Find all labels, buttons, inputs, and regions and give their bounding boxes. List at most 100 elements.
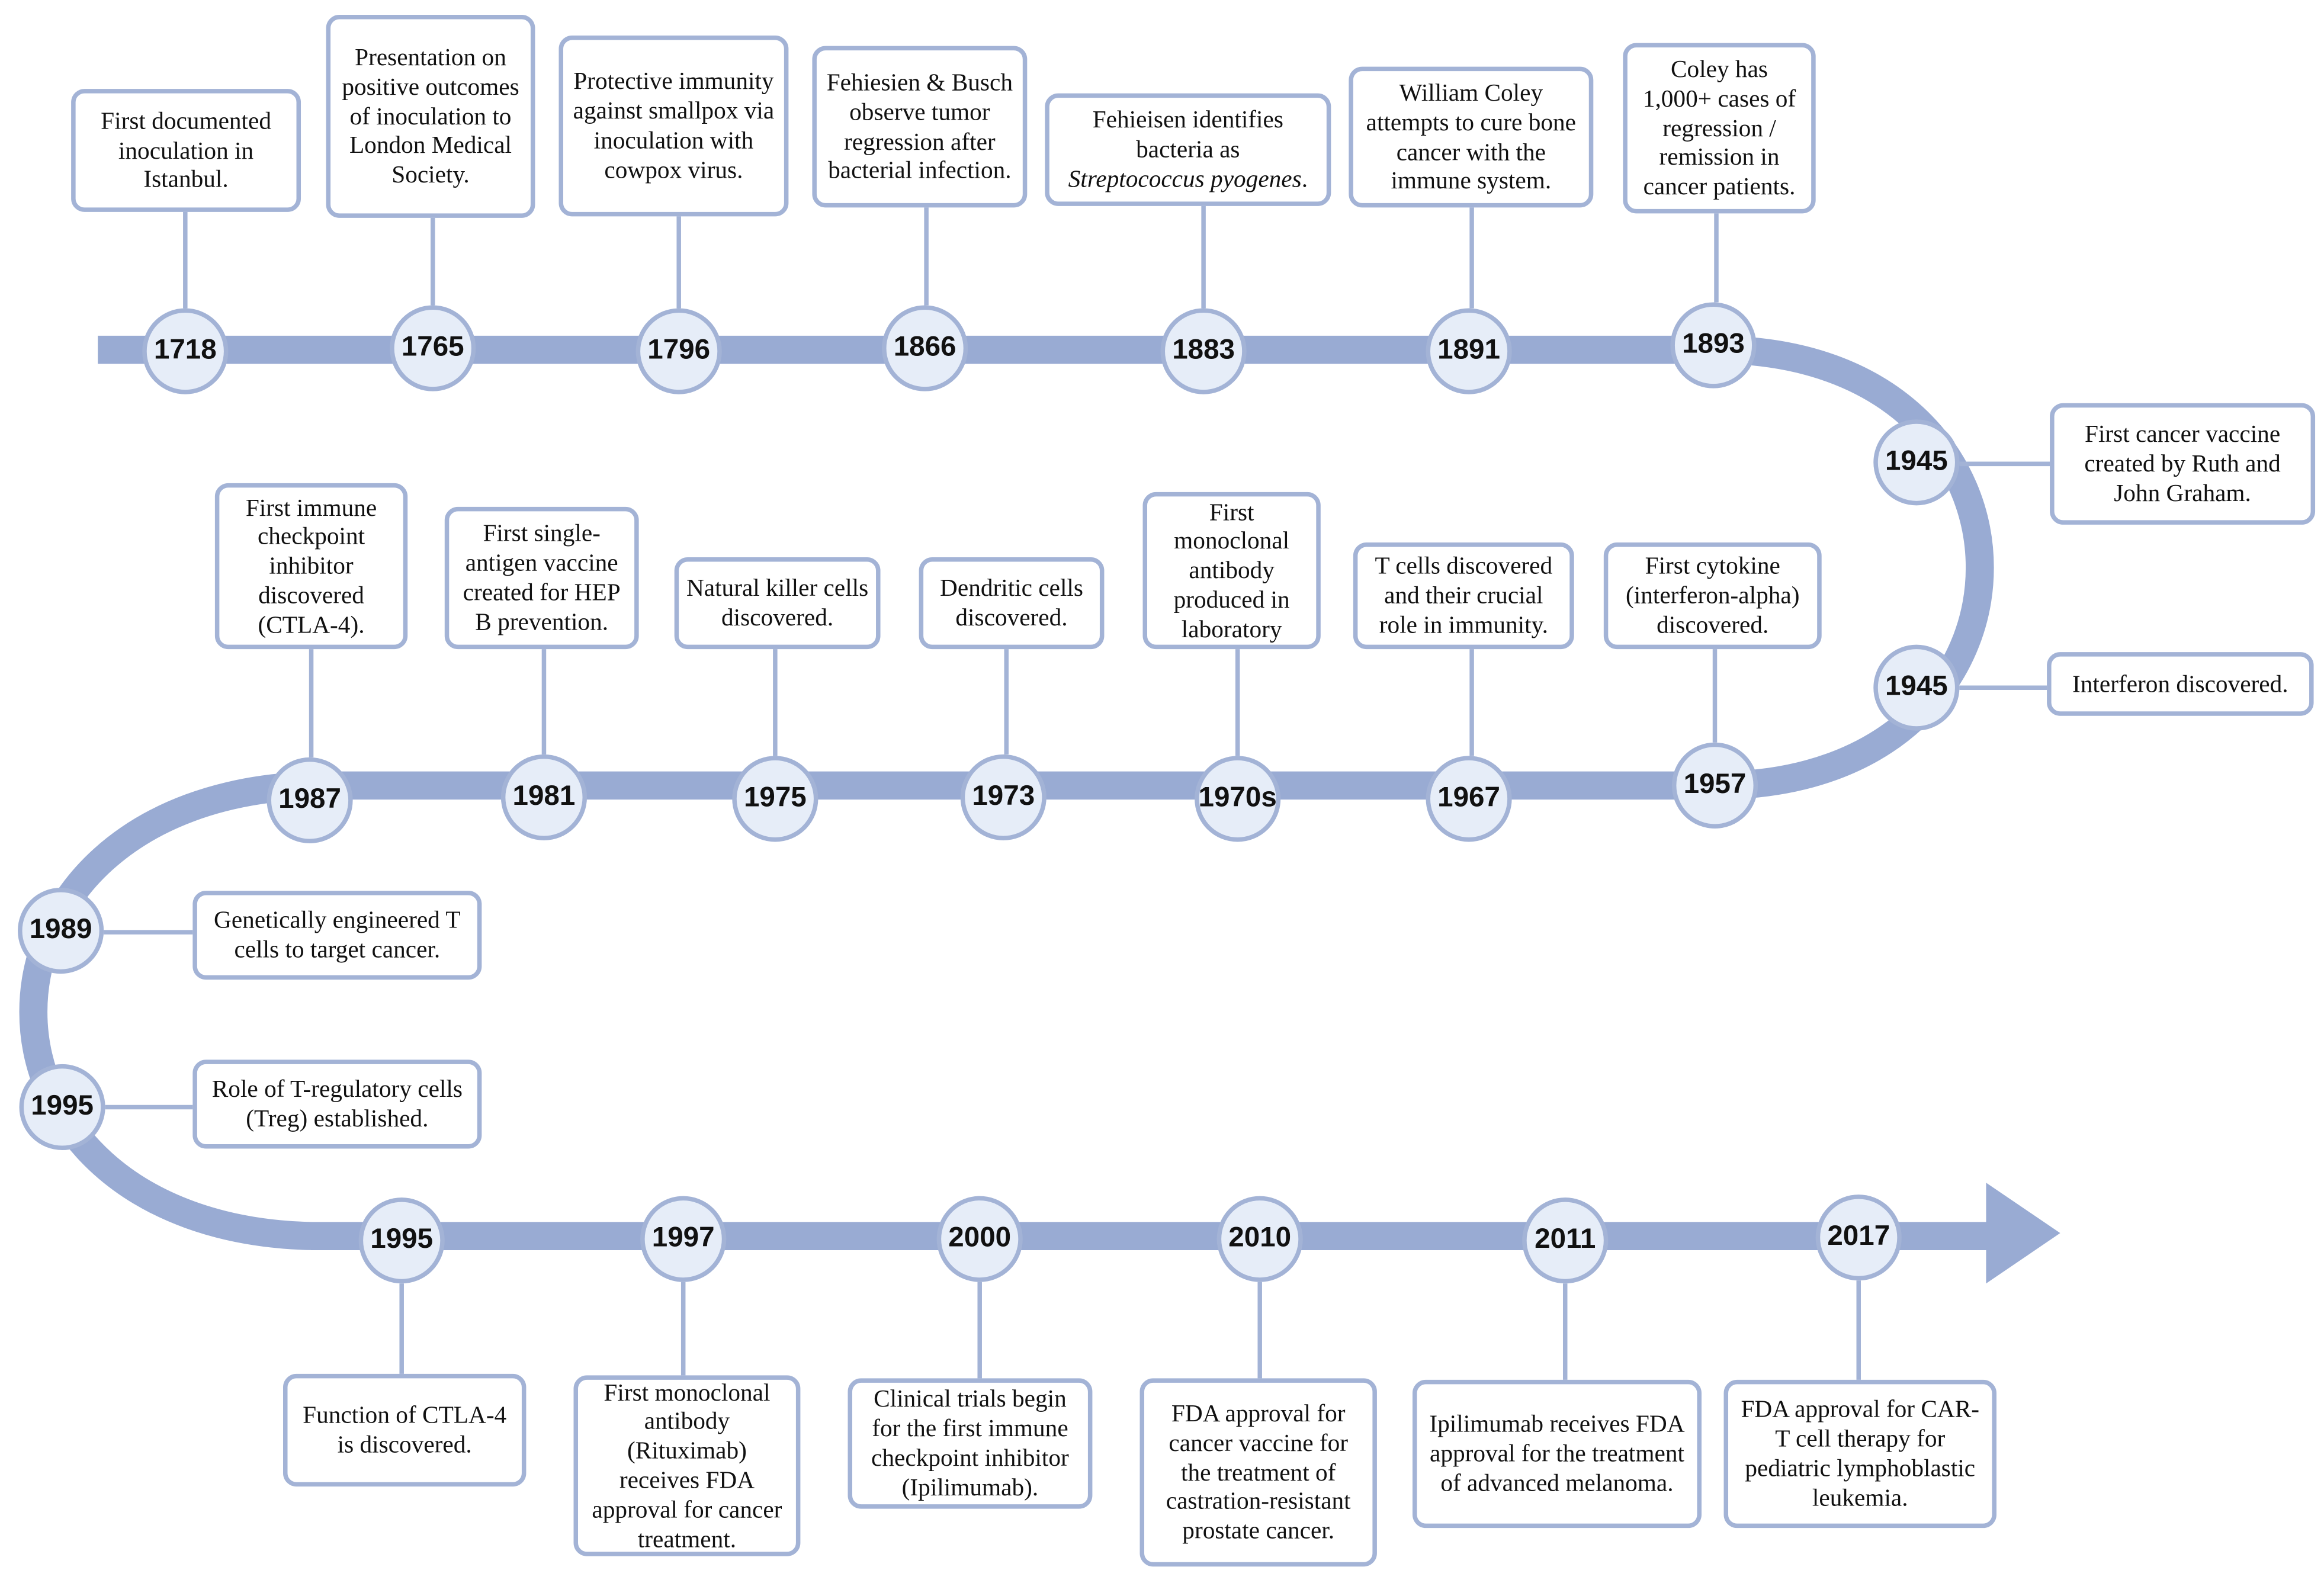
event-box-1796: Protective immunity against smallpox via… bbox=[558, 36, 789, 217]
event-box-1981: First single-antigen vaccine created for… bbox=[444, 506, 639, 650]
event-box-1973: Dendritic cells discovered. bbox=[919, 557, 1105, 650]
year-node-1987: 1987 bbox=[267, 757, 353, 843]
event-text: Function of CTLA-4 is discovered. bbox=[303, 1401, 507, 1459]
year-label: 2011 bbox=[1535, 1224, 1596, 1256]
year-label: 2000 bbox=[948, 1222, 1012, 1254]
event-text: William Coley attempts to cure bone canc… bbox=[1366, 78, 1577, 195]
year-label: 1967 bbox=[1437, 782, 1500, 814]
year-node-1970s: 1970s bbox=[1195, 756, 1281, 842]
event-box-1975: Natural killer cells discovered. bbox=[674, 557, 881, 650]
event-text: First single-antigen vaccine created for… bbox=[463, 519, 621, 636]
event-text-main: Fehieisen identifies bacteria as bbox=[1092, 105, 1283, 163]
year-label: 1975 bbox=[743, 782, 807, 814]
event-box-1970s: First monoclonal antibody produced in la… bbox=[1142, 492, 1321, 650]
event-box-1891: William Coley attempts to cure bone canc… bbox=[1349, 66, 1594, 208]
year-label: 1796 bbox=[647, 335, 711, 367]
year-node-1997: 1997 bbox=[640, 1196, 727, 1282]
event-box-2017: FDA approval for CAR-T cell therapy for … bbox=[1723, 1379, 1997, 1529]
event-box-1866: Fehiesien & Busch observe tumor regressi… bbox=[812, 46, 1028, 208]
year-node-1718: 1718 bbox=[142, 308, 229, 394]
event-text: FDA approval for CAR-T cell therapy for … bbox=[1741, 1395, 1980, 1512]
year-node-1967: 1967 bbox=[1426, 756, 1512, 842]
event-text-italic: Streptococcus pyogenes bbox=[1068, 164, 1302, 193]
year-label: 1981 bbox=[512, 781, 576, 813]
event-text: Clinical trials begin for the first immu… bbox=[871, 1385, 1069, 1501]
year-node-2010: 2010 bbox=[1216, 1196, 1303, 1282]
year-node-1893: 1893 bbox=[1670, 302, 1757, 388]
year-label: 1893 bbox=[1682, 329, 1745, 361]
year-node-2000: 2000 bbox=[936, 1196, 1023, 1282]
year-node-1957: 1957 bbox=[1671, 742, 1758, 829]
year-label: 1995 bbox=[31, 1090, 94, 1122]
year-node-1891: 1891 bbox=[1426, 308, 1512, 394]
year-node-2017: 2017 bbox=[1815, 1195, 1902, 1281]
year-node-1973: 1973 bbox=[960, 754, 1047, 840]
year-label: 1945 bbox=[1885, 446, 1948, 477]
event-text: Dendritic cells discovered. bbox=[940, 574, 1083, 632]
event-box-1995-ctla4: Function of CTLA-4 is discovered. bbox=[283, 1373, 527, 1487]
event-text: Presentation on positive outcomes of ino… bbox=[342, 43, 519, 189]
event-text: Coley has 1,000+ cases of regression / r… bbox=[1642, 54, 1796, 201]
event-box-1957: First cytokine (interferon-alpha) discov… bbox=[1603, 542, 1822, 650]
event-text: Natural killer cells discovered. bbox=[686, 574, 869, 632]
event-box-1995-treg: Role of T-regulatory cells (Treg) establ… bbox=[192, 1059, 482, 1149]
year-node-1995-treg: 1995 bbox=[19, 1064, 105, 1151]
event-text: T cells discovered and their crucial rol… bbox=[1375, 551, 1553, 639]
event-box-1718: First documented inoculation in Istanbul… bbox=[71, 89, 301, 212]
year-node-1883: 1883 bbox=[1160, 308, 1247, 394]
year-label: 2017 bbox=[1827, 1221, 1890, 1253]
event-text: First cytokine (interferon-alpha) discov… bbox=[1626, 551, 1800, 639]
year-label: 1987 bbox=[278, 784, 341, 815]
event-text: Protective immunity against smallpox via… bbox=[573, 67, 775, 184]
event-box-2011: Ipilimumab receives FDA approval for the… bbox=[1412, 1379, 1702, 1529]
event-box-1945-vaccine: First cancer vaccine created by Ruth and… bbox=[2050, 403, 2316, 525]
connector-lines bbox=[104, 205, 2050, 1380]
year-label: 1997 bbox=[651, 1222, 715, 1254]
year-node-1945-vaccine: 1945 bbox=[1873, 419, 1960, 506]
event-box-2000: Clinical trials begin for the first immu… bbox=[848, 1378, 1093, 1509]
year-node-2011: 2011 bbox=[1522, 1197, 1609, 1284]
year-label: 1989 bbox=[29, 914, 92, 946]
year-label: 1970s bbox=[1198, 782, 1277, 814]
year-label: 1945 bbox=[1885, 671, 1948, 703]
event-text: First monoclonal antibody (Rituximab) re… bbox=[592, 1378, 782, 1553]
event-text: First cancer vaccine created by Ruth and… bbox=[2084, 419, 2281, 507]
event-text: First documented inoculation in Istanbul… bbox=[101, 106, 272, 194]
event-box-1765: Presentation on positive outcomes of ino… bbox=[326, 15, 535, 218]
year-label: 1995 bbox=[370, 1224, 434, 1256]
event-box-1893: Coley has 1,000+ cases of regression / r… bbox=[1623, 43, 1816, 214]
year-node-1989: 1989 bbox=[18, 888, 104, 974]
year-label: 1891 bbox=[1437, 335, 1500, 367]
year-label: 1957 bbox=[1683, 769, 1747, 801]
year-label: 1973 bbox=[972, 781, 1035, 813]
event-box-1989: Genetically engineered T cells to target… bbox=[192, 891, 482, 980]
year-node-1975: 1975 bbox=[732, 756, 818, 842]
event-text: First immune checkpoint inhibitor discov… bbox=[245, 493, 377, 638]
event-text: FDA approval for cancer vaccine for the … bbox=[1166, 1399, 1351, 1545]
event-text: Role of T-regulatory cells (Treg) establ… bbox=[211, 1074, 463, 1132]
year-label: 1718 bbox=[153, 335, 217, 367]
event-box-2010: FDA approval for cancer vaccine for the … bbox=[1139, 1378, 1377, 1567]
year-node-1765: 1765 bbox=[390, 305, 476, 391]
year-label: 1765 bbox=[401, 332, 464, 364]
event-text: Genetically engineered T cells to target… bbox=[214, 906, 461, 964]
year-node-1796: 1796 bbox=[635, 308, 722, 394]
event-text: Ipilimumab receives FDA approval for the… bbox=[1429, 1409, 1685, 1497]
event-box-1987: First immune checkpoint inhibitor discov… bbox=[214, 483, 408, 650]
event-box-1967: T cells discovered and their crucial rol… bbox=[1353, 542, 1574, 650]
event-text: Interferon discovered. bbox=[2072, 669, 2288, 698]
year-label: 1866 bbox=[893, 332, 956, 364]
year-node-1981: 1981 bbox=[500, 754, 588, 840]
event-text: Fehiesien & Busch observe tumor regressi… bbox=[826, 68, 1013, 185]
event-text: First monoclonal antibody produced in la… bbox=[1173, 497, 1290, 643]
event-box-1945-interferon: Interferon discovered. bbox=[2047, 652, 2314, 716]
year-node-1995-ctla4: 1995 bbox=[358, 1197, 445, 1284]
track-arrowhead bbox=[1986, 1183, 2060, 1284]
year-node-1866: 1866 bbox=[882, 305, 968, 391]
event-text-end: . bbox=[1301, 164, 1308, 193]
year-label: 2010 bbox=[1228, 1222, 1292, 1254]
year-node-1945-interferon: 1945 bbox=[1873, 644, 1960, 731]
